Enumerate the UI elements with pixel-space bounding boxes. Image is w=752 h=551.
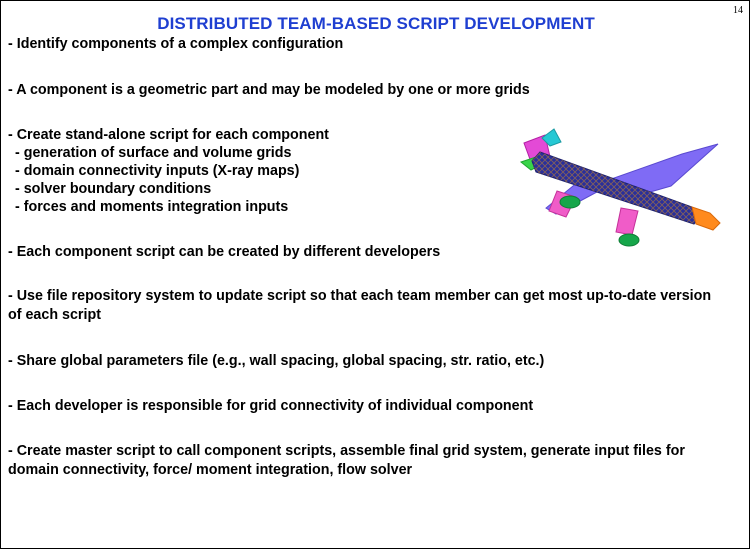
right-pylon	[615, 207, 639, 236]
tail-fin-accent	[541, 128, 562, 147]
fuselage-mesh	[532, 152, 700, 224]
right-nacelle	[618, 233, 640, 247]
bullet-1: - Identify components of a complex confi…	[8, 36, 344, 52]
sub-bullet-2: - domain connectivity inputs (X-ray maps…	[15, 163, 300, 179]
slide-title: DISTRIBUTED TEAM-BASED SCRIPT DEVELOPMEN…	[157, 14, 595, 33]
sub-bullet-4: - forces and moments integration inputs	[15, 199, 289, 215]
bullet-8: - Create master script to call component…	[8, 443, 685, 478]
airplane-grid-components-icon	[519, 128, 721, 247]
bullet-5: - Use file repository system to update s…	[8, 288, 712, 323]
sub-bullet-3: - solver boundary conditions	[15, 181, 212, 197]
bullet-6: - Share global parameters file (e.g., wa…	[8, 353, 545, 369]
bullet-7: - Each developer is responsible for grid…	[8, 398, 534, 414]
bullet-2: - A component is a geometric part and ma…	[8, 82, 530, 98]
bullet-3: - Create stand-alone script for each com…	[8, 127, 329, 143]
sub-bullet-1: - generation of surface and volume grids	[15, 145, 292, 161]
page-number: 14	[733, 5, 743, 16]
bullet-4: - Each component script can be created b…	[8, 244, 441, 260]
left-nacelle	[559, 195, 581, 209]
nose-cone	[691, 206, 721, 231]
